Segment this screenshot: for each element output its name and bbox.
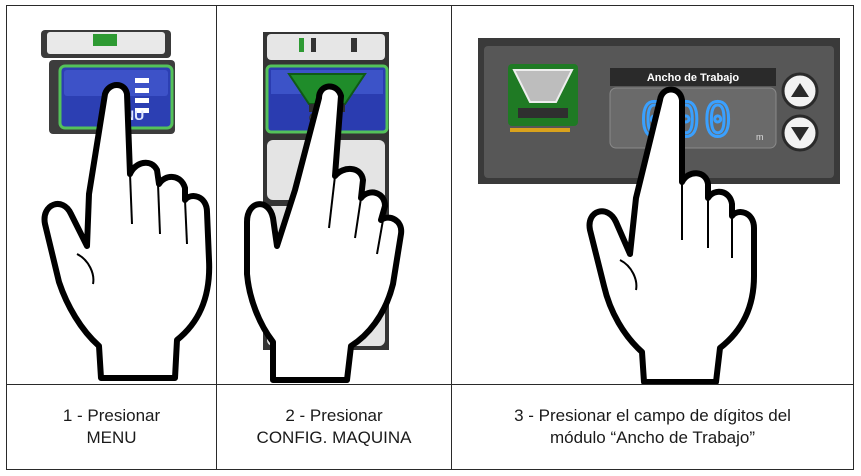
image-row: MENU: [7, 6, 854, 385]
step3-caption-line1: 3 - Presionar el campo de dígitos del: [452, 405, 853, 427]
step3-caption-line2: módulo “Ancho de Trabajo”: [452, 427, 853, 449]
arrow-down-icon[interactable]: [783, 116, 817, 150]
step1-illustration: MENU: [7, 6, 216, 384]
step2-caption: 2 - Presionar CONFIG. MAQUINA: [217, 405, 451, 449]
step2-illustration: [217, 6, 451, 384]
step3-image-cell: Ancho de Trabajo 000 m: [452, 6, 854, 385]
step1-caption-cell: 1 - Presionar MENU: [7, 385, 217, 470]
step1-caption: 1 - Presionar MENU: [7, 405, 216, 449]
step2-caption-line1: 2 - Presionar: [217, 405, 451, 427]
step2-caption-line2: CONFIG. MAQUINA: [217, 427, 451, 449]
step3-illustration: Ancho de Trabajo 000 m: [452, 6, 853, 384]
step2-caption-cell: 2 - Presionar CONFIG. MAQUINA: [217, 385, 452, 470]
panel-title: Ancho de Trabajo: [647, 72, 740, 84]
step3-caption-cell: 3 - Presionar el campo de dígitos del mó…: [452, 385, 854, 470]
unit-label: m: [756, 132, 764, 142]
seeder-module-icon: [508, 64, 578, 132]
step1-image-cell: MENU: [7, 6, 217, 385]
digit-field[interactable]: 000 m: [610, 88, 776, 148]
steps-table: MENU: [6, 5, 854, 470]
step2-image-cell: [217, 6, 452, 385]
arrow-up-icon[interactable]: [783, 74, 817, 108]
caption-row: 1 - Presionar MENU 2 - Presionar CONFIG.…: [7, 385, 854, 470]
step1-caption-line2: MENU: [7, 427, 216, 449]
step3-caption: 3 - Presionar el campo de dígitos del mó…: [452, 405, 853, 449]
step1-caption-line1: 1 - Presionar: [7, 405, 216, 427]
